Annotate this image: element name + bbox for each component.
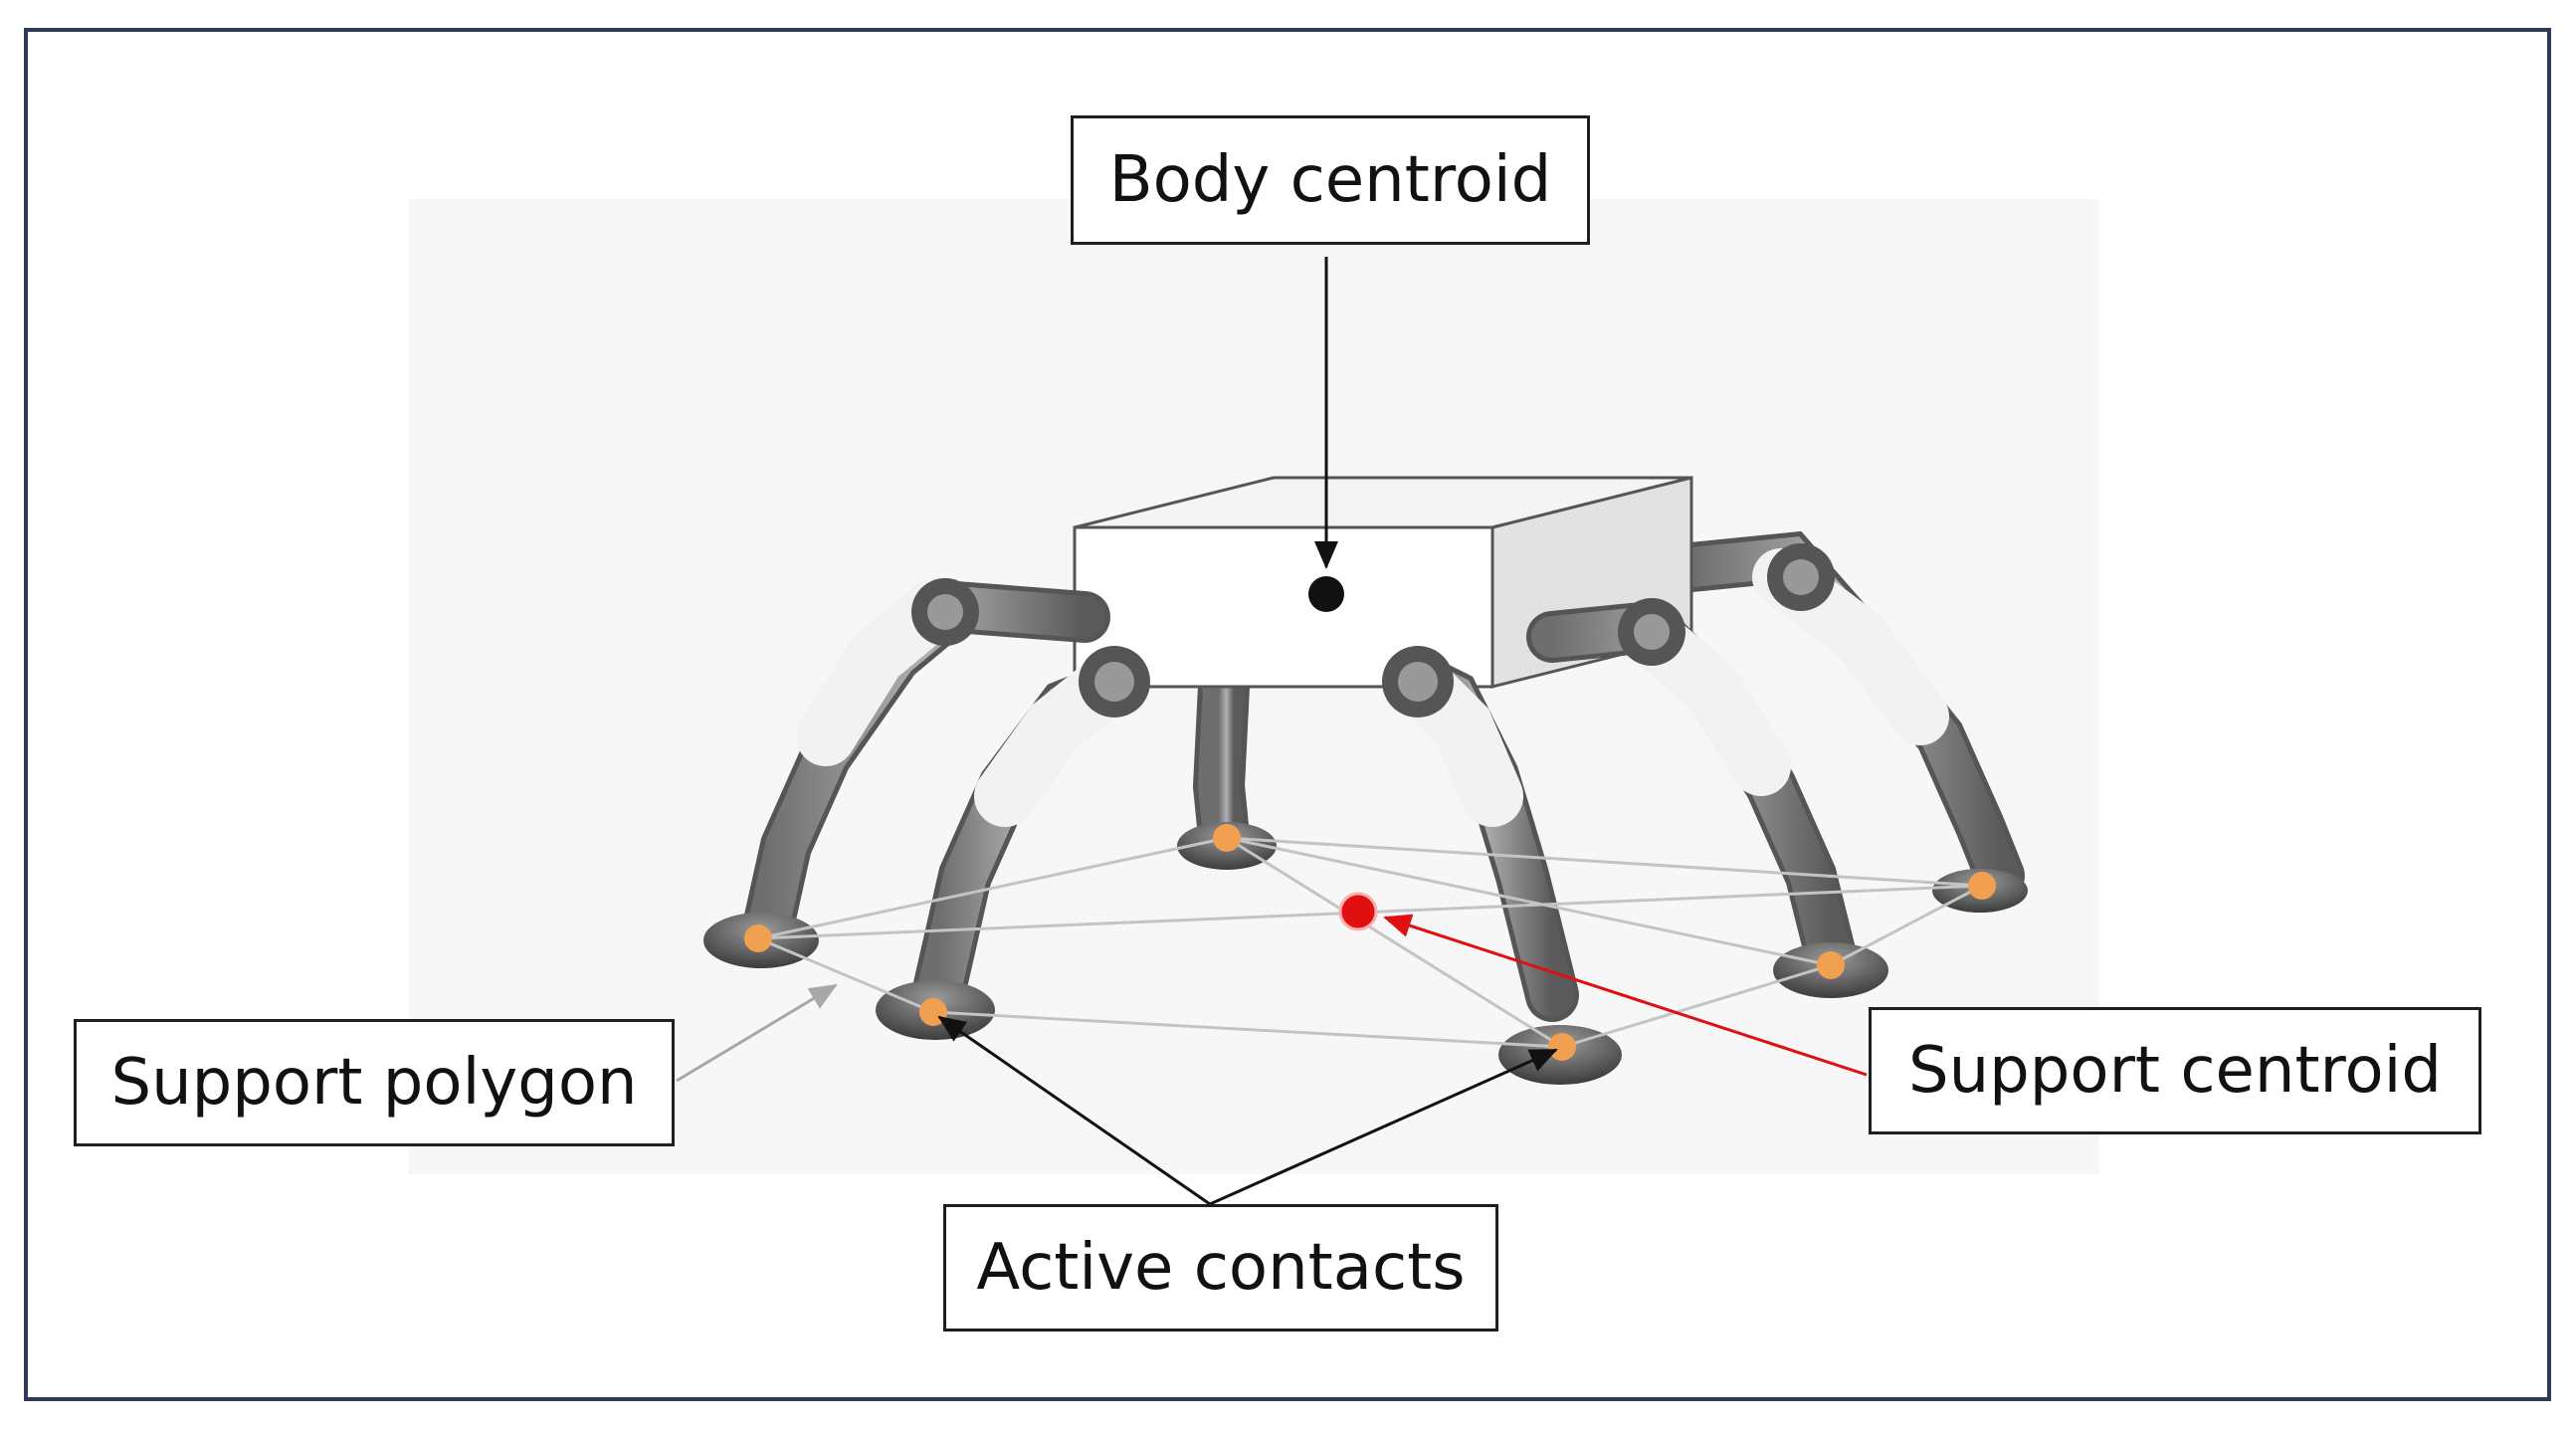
leg-front-right-inner: [1382, 646, 1622, 1085]
support-centroid-label: Support centroid: [1869, 1007, 2481, 1134]
support-polygon-label: Support polygon: [74, 1019, 675, 1146]
contact-point: [1213, 824, 1241, 852]
support-centroid-marker: [1338, 892, 1378, 931]
contact-point: [1548, 1033, 1576, 1061]
support-polygon: [757, 836, 1983, 1049]
contact-point: [1817, 951, 1845, 979]
active-contacts-arrow-left: [937, 1015, 1211, 1206]
leg-front-right-outer: [1526, 598, 1888, 998]
contact-point: [744, 924, 772, 952]
leg-front-left-outer: [703, 577, 1110, 968]
support-centroid-arrow: [1383, 914, 1868, 1077]
support-polygon-arrow: [676, 983, 838, 1083]
body-centroid-label: Body centroid: [1071, 115, 1590, 245]
body-centroid-marker: [1308, 576, 1344, 612]
contact-point: [919, 998, 947, 1026]
active-contacts: [744, 824, 1996, 1061]
contact-point: [1968, 872, 1996, 900]
active-contacts-arrow-right: [1209, 1048, 1558, 1206]
active-contacts-label: Active contacts: [943, 1204, 1498, 1331]
